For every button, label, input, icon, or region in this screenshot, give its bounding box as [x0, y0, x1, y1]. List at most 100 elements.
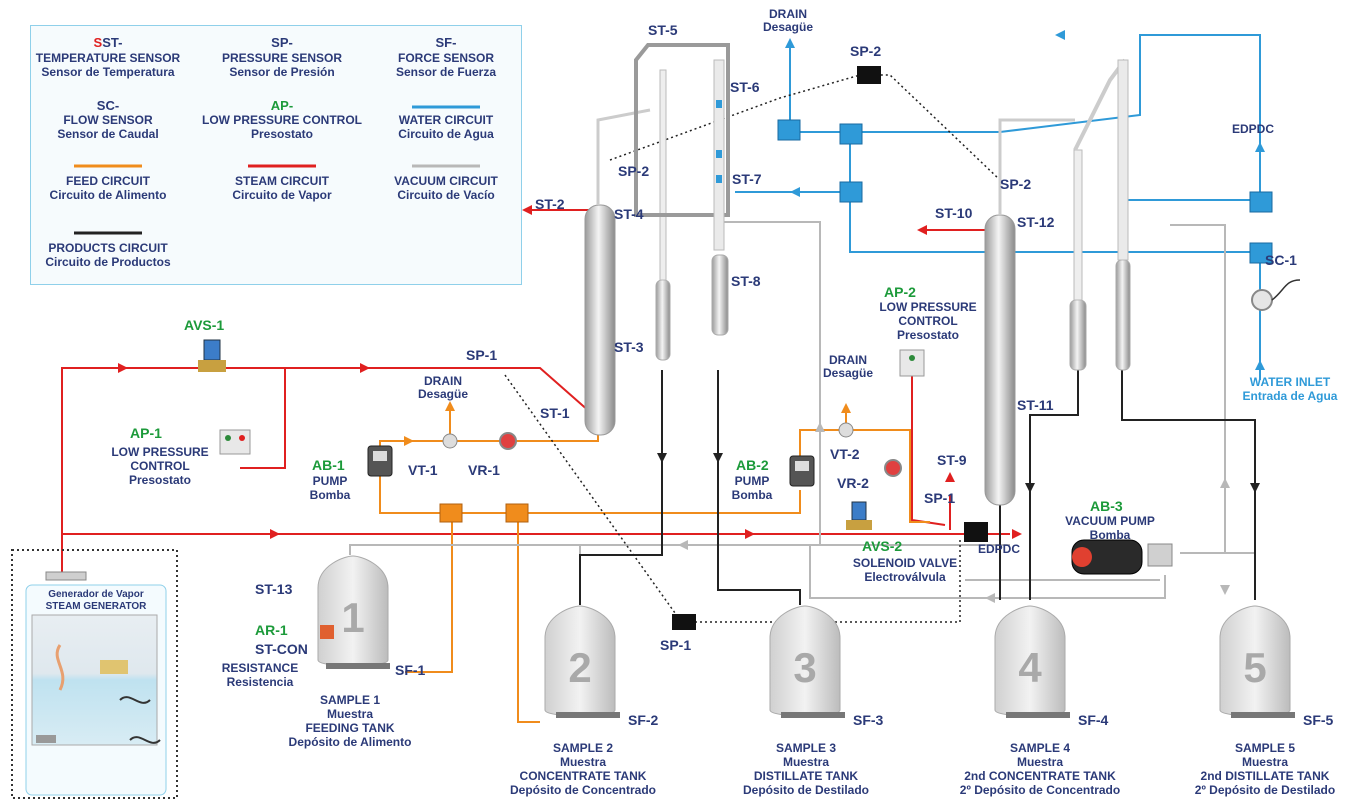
tank-1: 1	[317, 555, 390, 669]
svg-text:AB-2: AB-2	[736, 457, 769, 473]
pump-1	[367, 445, 393, 477]
svg-text:Muestra: Muestra	[1242, 755, 1288, 769]
svg-text:ST-10: ST-10	[935, 205, 973, 221]
svg-text:ST-7: ST-7	[732, 171, 762, 187]
svg-text:LOW PRESSURE: LOW PRESSURE	[111, 445, 208, 459]
svg-text:SOLENOID VALVE: SOLENOID VALVE	[853, 556, 957, 570]
regulating-valve-2	[884, 459, 902, 477]
svg-text:STEAM CIRCUIT: STEAM CIRCUIT	[235, 174, 330, 188]
svg-text:CONCENTRATE TANK: CONCENTRATE TANK	[520, 769, 647, 783]
svg-text:SF-5: SF-5	[1303, 712, 1334, 728]
svg-text:Circuito de Vacío: Circuito de Vacío	[397, 188, 494, 202]
column-1	[584, 108, 651, 436]
svg-text:VR-1: VR-1	[468, 462, 500, 478]
svg-text:Muestra: Muestra	[1017, 755, 1063, 769]
pressure-switch-1	[219, 429, 251, 455]
svg-text:Depósito de Destilado: Depósito de Destilado	[743, 783, 869, 797]
svg-text:Depósito de Concentrado: Depósito de Concentrado	[510, 783, 656, 797]
legend: SST- TEMPERATURE SENSOR Sensor de Temper…	[36, 35, 499, 269]
svg-text:SAMPLE 5: SAMPLE 5	[1235, 741, 1295, 755]
svg-text:FEED CIRCUIT: FEED CIRCUIT	[66, 174, 151, 188]
tank-5: 5	[1219, 605, 1295, 718]
water-arrows	[785, 30, 1265, 370]
svg-text:ST-11: ST-11	[1017, 397, 1054, 413]
svg-text:ST-CON: ST-CON	[255, 641, 308, 657]
svg-text:FORCE SENSOR: FORCE SENSOR	[398, 51, 494, 65]
svg-text:SF-: SF-	[436, 35, 457, 50]
svg-text:Presostato: Presostato	[129, 473, 191, 487]
svg-text:Sensor de Presión: Sensor de Presión	[229, 65, 334, 79]
three-way-valve-2	[838, 422, 854, 438]
regulating-valve-1	[499, 432, 517, 450]
svg-text:Desagüe: Desagüe	[418, 387, 468, 401]
svg-text:Muestra: Muestra	[327, 707, 373, 721]
svg-text:SAMPLE 3: SAMPLE 3	[776, 741, 836, 755]
svg-text:SAMPLE 2: SAMPLE 2	[553, 741, 613, 755]
solenoid-valve-2	[846, 501, 872, 530]
svg-text:VT-2: VT-2	[830, 446, 860, 462]
svg-text:SC-1: SC-1	[1265, 252, 1297, 268]
svg-text:FEEDING TANK: FEEDING TANK	[305, 721, 394, 735]
svg-text:DISTILLATE TANK: DISTILLATE TANK	[754, 769, 859, 783]
svg-text:SP-1: SP-1	[924, 490, 955, 506]
svg-text:Bomba: Bomba	[1090, 528, 1131, 542]
vacuum-pump	[1071, 539, 1173, 575]
flow-meters	[439, 503, 529, 523]
steam-arrows	[118, 205, 1022, 539]
svg-text:EDPDC: EDPDC	[1232, 122, 1274, 136]
svg-text:Circuito de Alimento: Circuito de Alimento	[50, 188, 167, 202]
svg-text:ST-8: ST-8	[731, 273, 761, 289]
svg-text:Circuito de Vapor: Circuito de Vapor	[232, 188, 332, 202]
svg-text:Desagüe: Desagüe	[763, 20, 813, 34]
svg-text:DRAIN: DRAIN	[829, 353, 867, 367]
svg-text:AVS-1: AVS-1	[184, 317, 224, 333]
svg-text:5: 5	[1243, 644, 1266, 691]
svg-text:PUMP: PUMP	[735, 474, 770, 488]
svg-text:SF-2: SF-2	[628, 712, 659, 728]
svg-text:ST-13: ST-13	[255, 581, 293, 597]
svg-text:DRAIN: DRAIN	[424, 374, 462, 388]
condenser-2	[711, 59, 729, 336]
tank-captions: SAMPLE 1 Muestra FEEDING TANK Depósito d…	[289, 693, 1336, 797]
svg-text:Bomba: Bomba	[732, 488, 773, 502]
tag-labels: ST-2 ST-4 ST-3 ST-1 SP-2 ST-5 ST-6 ST-7 …	[130, 22, 1334, 728]
svg-text:AVS-2: AVS-2	[862, 538, 902, 554]
svg-text:SF-3: SF-3	[853, 712, 884, 728]
products-arrows	[657, 453, 1260, 493]
condenser-4	[1115, 59, 1131, 371]
svg-text:Bomba: Bomba	[310, 488, 351, 502]
svg-text:CONTROL: CONTROL	[130, 459, 189, 473]
svg-text:Muestra: Muestra	[783, 755, 829, 769]
tank-2: 2	[544, 605, 620, 718]
svg-text:ST-2: ST-2	[535, 196, 565, 212]
legend-sp: SP-	[271, 35, 293, 50]
svg-text:PRODUCTS CIRCUIT: PRODUCTS CIRCUIT	[48, 241, 168, 255]
svg-text:EDPDC: EDPDC	[978, 542, 1020, 556]
svg-text:FLOW SENSOR: FLOW SENSOR	[63, 113, 153, 127]
svg-text:VR-2: VR-2	[837, 475, 869, 491]
svg-text:WATER CIRCUIT: WATER CIRCUIT	[399, 113, 494, 127]
svg-text:2: 2	[568, 644, 591, 691]
svg-text:SF-1: SF-1	[395, 662, 426, 678]
svg-text:4: 4	[1018, 644, 1042, 691]
svg-text:AP-2: AP-2	[884, 284, 916, 300]
water-valves	[777, 119, 1273, 264]
steam-generator: Generador de Vapor STEAM GENERATOR	[11, 549, 178, 799]
legend-panel	[30, 25, 522, 285]
svg-text:Sensor de Fuerza: Sensor de Fuerza	[396, 65, 496, 79]
svg-text:SAMPLE 1: SAMPLE 1	[320, 693, 380, 707]
svg-text:AB-3: AB-3	[1090, 498, 1123, 514]
svg-text:Circuito de Agua: Circuito de Agua	[398, 127, 494, 141]
svg-text:VT-1: VT-1	[408, 462, 438, 478]
svg-text:AR-1: AR-1	[255, 622, 288, 638]
svg-text:2º Depósito de Destilado: 2º Depósito de Destilado	[1195, 783, 1335, 797]
pressure-lines	[504, 74, 1001, 623]
svg-text:SP-2: SP-2	[618, 163, 649, 179]
svg-text:SF-4: SF-4	[1078, 712, 1109, 728]
svg-text:SP-2: SP-2	[850, 43, 881, 59]
svg-text:ST-9: ST-9	[937, 452, 967, 468]
svg-text:RESISTANCE: RESISTANCE	[222, 661, 298, 675]
flow-sensor	[1251, 279, 1301, 311]
svg-text:Entrada de Agua: Entrada de Agua	[1243, 389, 1338, 403]
